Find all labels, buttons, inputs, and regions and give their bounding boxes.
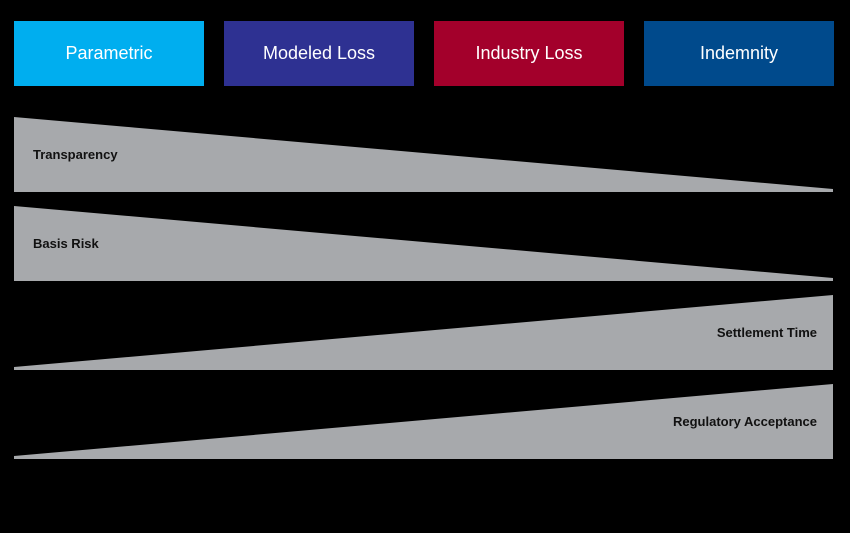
header-modeled-loss-label: Modeled Loss [262, 43, 376, 63]
header-indemnity: Indemnity [644, 21, 834, 86]
wedge-basis-risk [14, 206, 833, 281]
wedge-label-transparency: Transparency [33, 147, 118, 162]
wedge-label-settlement-time: Settlement Time [716, 325, 817, 340]
wedge-settlement-time [14, 295, 833, 370]
header-parametric-label: Parametric [65, 43, 153, 63]
header-parametric: Parametric [14, 21, 204, 86]
header-industry-loss-label: Industry Loss [475, 43, 583, 63]
wedge-label-basis-risk: Basis Risk [33, 236, 99, 251]
wedge-regulatory-acceptance [14, 384, 833, 459]
header-indemnity-label: Indemnity [699, 43, 779, 63]
header-industry-loss: Industry Loss [434, 21, 624, 86]
wedge-label-regulatory-acceptance: Regulatory Acceptance [672, 414, 817, 429]
header-modeled-loss: Modeled Loss [224, 21, 414, 86]
wedge-transparency [14, 117, 833, 192]
